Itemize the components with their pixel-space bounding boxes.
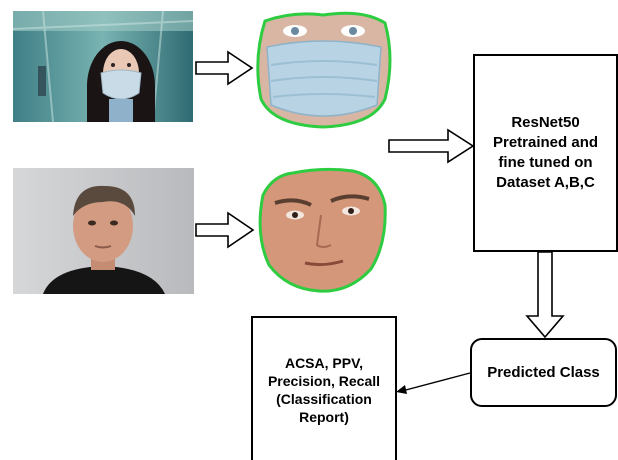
model-line-3: fine tuned on [498,154,593,171]
arrow-photo1-to-crop1 [195,50,254,86]
model-line-2: Pretrained and [492,134,599,151]
metrics-line-2: Precision, Recall [267,373,381,389]
masked-woman-photo [13,11,193,122]
masked-woman-image [13,11,193,122]
predicted-class-label: Predicted Class [487,364,600,381]
metrics-line-4: Report) [299,409,349,425]
model-line-1: ResNet50 [511,114,580,131]
masked-face-crop-image [256,11,392,129]
model-line-4: Dataset A,B,C [496,174,595,191]
arrow-predicted-to-metrics-head [396,385,407,394]
model-box: ResNet50 Pretrained and fine tuned on Da… [473,54,618,252]
metrics-box: ACSA, PPV, Precision, Recall (Classifica… [251,316,397,460]
arrow-photo2-to-crop2 [195,211,255,249]
man-photo [13,168,194,294]
metrics-line-3: (Classification [276,391,372,407]
predicted-class-box: Predicted Class [470,338,617,407]
metrics-line-1: ACSA, PPV, [284,355,364,371]
metrics-box-text: ACSA, PPV, Precision, Recall (Classifica… [268,354,380,426]
masked-face-crop [253,9,395,129]
arrow-crops-to-model [388,128,475,164]
arrow-predicted-to-metrics [401,372,471,392]
arrow-model-to-predicted [525,251,565,339]
model-box-text: ResNet50 Pretrained and fine tuned on Da… [493,113,598,193]
man-image [13,168,194,294]
unmasked-face-crop-image [258,167,387,293]
unmasked-face-crop [253,165,389,295]
